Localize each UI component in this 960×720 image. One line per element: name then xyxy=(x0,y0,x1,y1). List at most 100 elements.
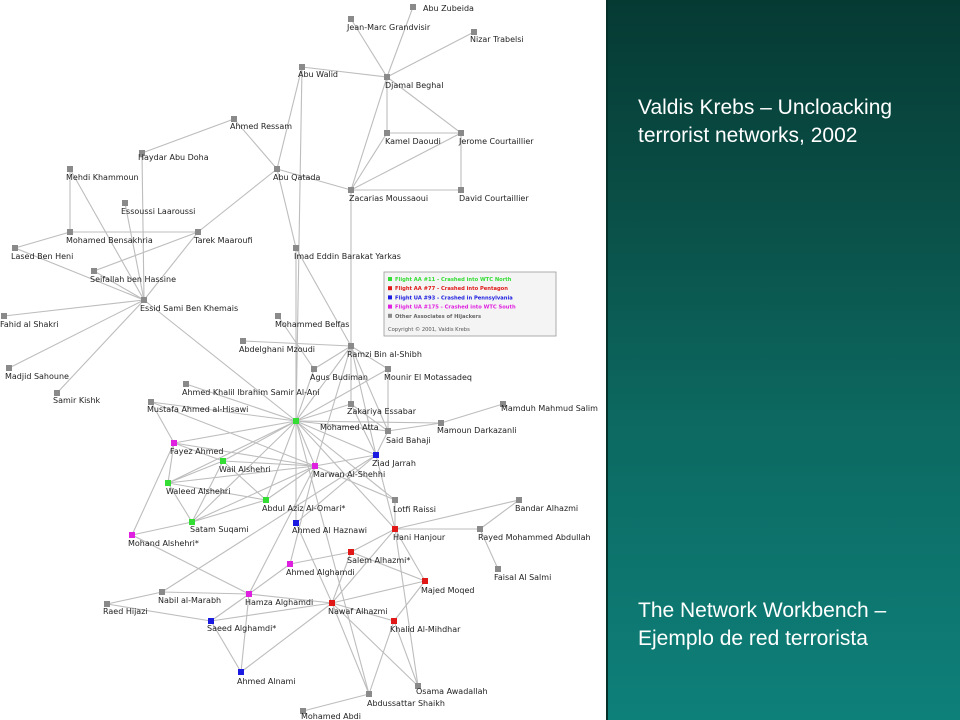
node-rayed[interactable]: Rayed Mohammed Abdullah xyxy=(477,526,591,542)
node-marker[interactable] xyxy=(495,566,501,572)
node-marker[interactable] xyxy=(348,343,354,349)
node-marker[interactable] xyxy=(329,600,335,606)
node-hanjour[interactable]: Hani Hanjour xyxy=(392,526,446,542)
node-ramzi[interactable]: Ramzi Bin al-Shibh xyxy=(347,343,422,359)
node-hamza[interactable]: Hamza Alghamdi xyxy=(245,591,313,607)
node-marker[interactable] xyxy=(91,268,97,274)
node-marker[interactable] xyxy=(348,187,354,193)
node-haydar[interactable]: Haydar Abu Doha xyxy=(138,150,209,162)
node-jean_marc[interactable]: Jean-Marc Grandvisir xyxy=(346,16,431,32)
node-marker[interactable] xyxy=(238,669,244,675)
node-raed[interactable]: Raed Hijazi xyxy=(103,601,148,616)
node-tarek[interactable]: Tarek Maaroufi xyxy=(193,229,253,245)
node-marker[interactable] xyxy=(67,229,73,235)
node-bensakhria[interactable]: Mohamed Bensakhria xyxy=(66,229,153,245)
node-marker[interactable] xyxy=(299,64,305,70)
node-marker[interactable] xyxy=(348,549,354,555)
node-majed[interactable]: Majed Moqed xyxy=(421,578,474,595)
node-marker[interactable] xyxy=(458,130,464,136)
node-marker[interactable] xyxy=(275,313,281,319)
node-samir_ani[interactable]: Ahmed Khalil Ibrahim Samir Al-Ani xyxy=(182,381,320,397)
node-marker[interactable] xyxy=(139,150,145,156)
node-marker[interactable] xyxy=(293,245,299,251)
node-nabil[interactable]: Nabil al-Marabh xyxy=(158,589,221,605)
node-marker[interactable] xyxy=(183,381,189,387)
node-djamal[interactable]: Djamal Beghal xyxy=(384,74,443,90)
node-marker[interactable] xyxy=(12,245,18,251)
node-marker[interactable] xyxy=(293,520,299,526)
node-marker[interactable] xyxy=(141,297,147,303)
node-marker[interactable] xyxy=(438,420,444,426)
node-mzoudi[interactable]: Abdelghani Mzoudi xyxy=(239,338,315,354)
node-marker[interactable] xyxy=(208,618,214,624)
node-osama[interactable]: Osama Awadallah xyxy=(415,683,488,696)
node-marker[interactable] xyxy=(471,29,477,35)
node-marker[interactable] xyxy=(240,338,246,344)
node-zacarias[interactable]: Zacarias Moussaoui xyxy=(348,187,428,203)
node-atta[interactable]: Mohamed Atta xyxy=(293,418,379,432)
node-nizar[interactable]: Nizar Trabelsi xyxy=(470,29,524,44)
node-fayez[interactable]: Fayez Ahmed xyxy=(170,440,224,456)
node-haznawi[interactable]: Ahmed Al Haznawi xyxy=(292,520,367,535)
node-mehdi[interactable]: Mehdi Khammoun xyxy=(66,166,139,182)
node-marker[interactable] xyxy=(477,526,483,532)
node-marker[interactable] xyxy=(348,401,354,407)
node-mamoun[interactable]: Mamoun Darkazanli xyxy=(437,420,517,435)
node-marker[interactable] xyxy=(189,519,195,525)
node-marker[interactable] xyxy=(122,200,128,206)
node-marker[interactable] xyxy=(373,452,379,458)
node-marker[interactable] xyxy=(231,116,237,122)
node-kamel[interactable]: Kamel Daoudi xyxy=(384,130,441,146)
node-madjid[interactable]: Madjid Sahoune xyxy=(5,365,69,381)
node-marker[interactable] xyxy=(385,428,391,434)
node-ahmed_alghamdi[interactable]: Ahmed Alghamdi xyxy=(286,561,355,577)
node-marker[interactable] xyxy=(263,497,269,503)
node-essid[interactable]: Essid Sami Ben Khemais xyxy=(140,297,238,313)
node-ressam[interactable]: Ahmed Ressam xyxy=(230,116,292,131)
node-essoussi[interactable]: Essoussi Laaroussi xyxy=(121,200,195,216)
node-seifallah[interactable]: Seifallah ben Hassine xyxy=(90,268,176,284)
node-marker[interactable] xyxy=(348,16,354,22)
node-marker[interactable] xyxy=(129,532,135,538)
node-marker[interactable] xyxy=(246,591,252,597)
node-salem[interactable]: Salem Alhazmi* xyxy=(347,549,410,565)
node-marker[interactable] xyxy=(366,691,372,697)
node-marker[interactable] xyxy=(165,480,171,486)
node-marker[interactable] xyxy=(67,166,73,172)
node-imad[interactable]: Imad Eddin Barakat Yarkas xyxy=(293,245,401,261)
node-suqami[interactable]: Satam Suqami xyxy=(189,519,249,534)
node-marker[interactable] xyxy=(220,458,226,464)
node-waleed[interactable]: Waleed Alshehri xyxy=(165,480,230,496)
node-marker[interactable] xyxy=(384,74,390,80)
node-david[interactable]: David Courtaillier xyxy=(458,187,529,203)
node-marker[interactable] xyxy=(516,497,522,503)
node-bandar[interactable]: Bandar Alhazmi xyxy=(515,497,578,513)
node-lotfi[interactable]: Lotfi Raissi xyxy=(392,497,436,514)
node-mounir[interactable]: Mounir El Motassadeq xyxy=(384,366,472,382)
node-marker[interactable] xyxy=(6,365,12,371)
node-marker[interactable] xyxy=(171,440,177,446)
node-marker[interactable] xyxy=(148,399,154,405)
node-marker[interactable] xyxy=(159,589,165,595)
node-marker[interactable] xyxy=(500,401,506,407)
node-jerome[interactable]: Jerome Courtaillier xyxy=(458,130,534,146)
node-marker[interactable] xyxy=(415,683,421,689)
node-nawaf[interactable]: Nawaf Alhazmi xyxy=(328,600,388,616)
node-lased[interactable]: Lased Ben Heni xyxy=(11,245,73,261)
node-abu_walid[interactable]: Abu Walid xyxy=(298,64,338,79)
node-marwan[interactable]: Marwan Al-Shehhi xyxy=(312,463,385,479)
node-marker[interactable] xyxy=(392,526,398,532)
node-zakariya[interactable]: Zakariya Essabar xyxy=(347,401,417,416)
node-marker[interactable] xyxy=(287,561,293,567)
node-marker[interactable] xyxy=(311,366,317,372)
node-marker[interactable] xyxy=(422,578,428,584)
node-marker[interactable] xyxy=(385,366,391,372)
node-omari[interactable]: Abdul Aziz Al-Omari* xyxy=(262,497,345,513)
node-agus[interactable]: Agus Budiman xyxy=(310,366,368,382)
node-abdi[interactable]: Mohamed Abdi xyxy=(300,708,361,720)
node-faisal[interactable]: Faisal Al Salmi xyxy=(494,566,551,582)
node-abu_zubeida[interactable]: Abu Zubeida xyxy=(410,4,474,13)
node-marker[interactable] xyxy=(410,4,416,10)
node-samir_kishk[interactable]: Samir Kishk xyxy=(53,390,101,405)
node-marker[interactable] xyxy=(54,390,60,396)
